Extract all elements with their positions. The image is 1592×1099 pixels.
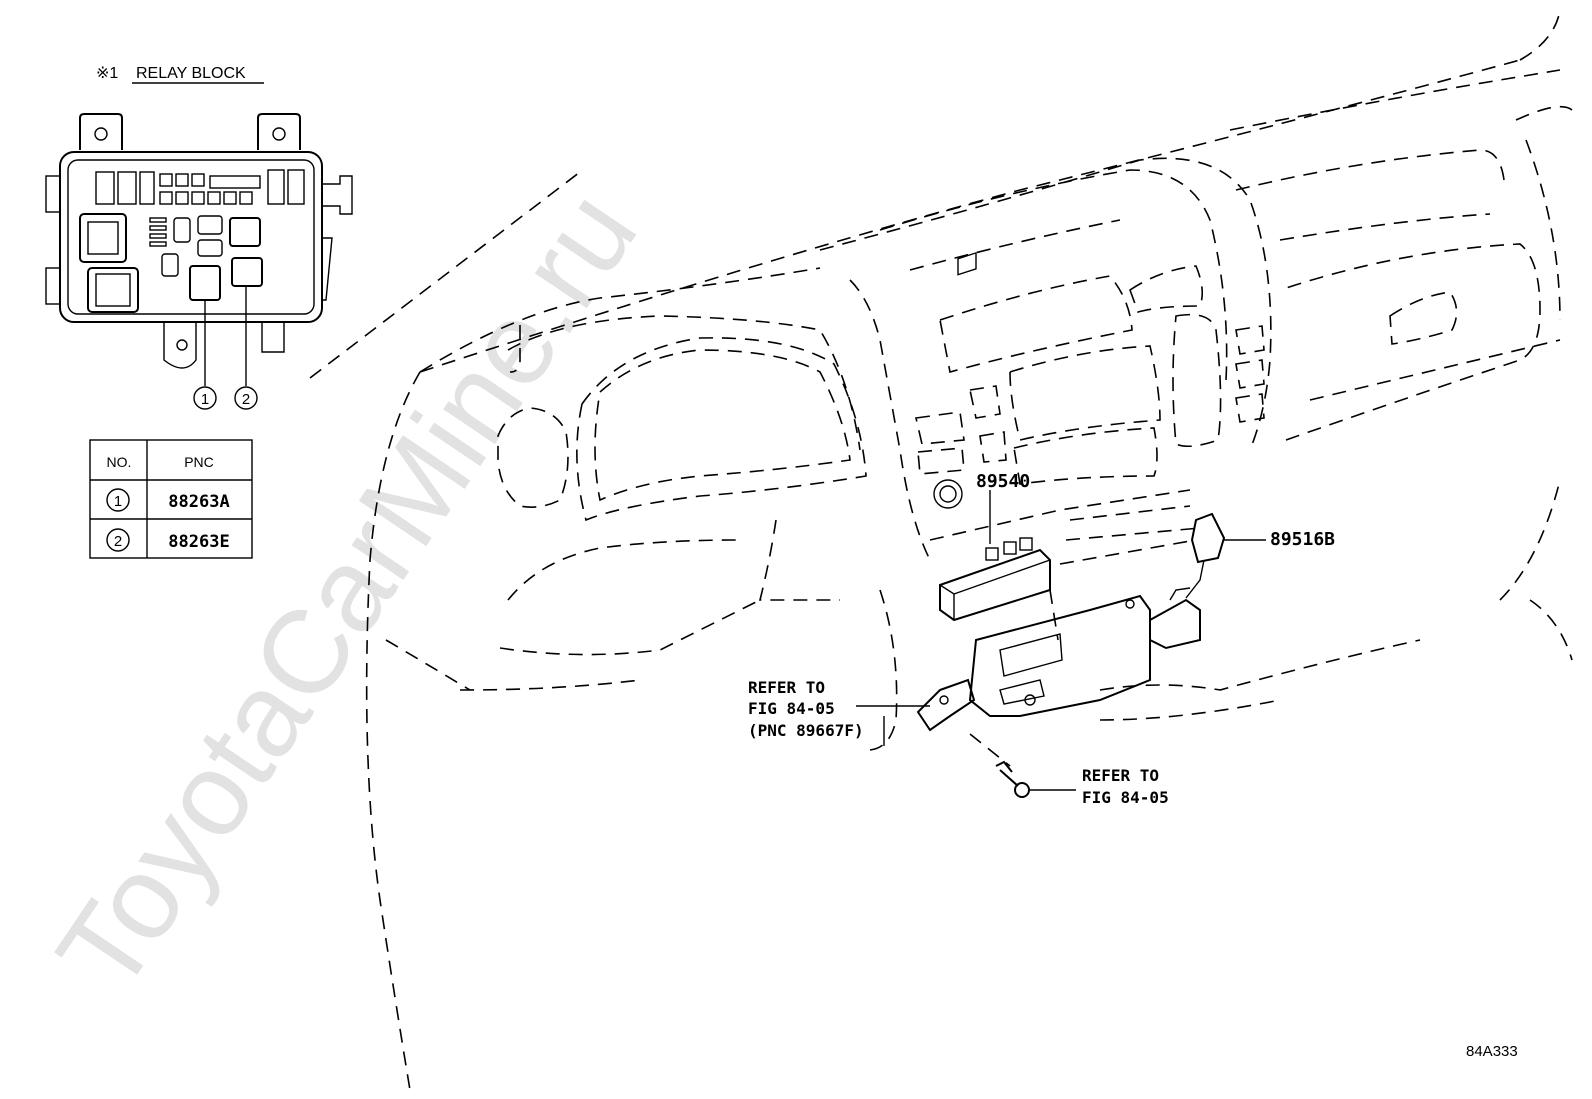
refer-bolt-note: REFER TO FIG 84-05 bbox=[1082, 766, 1169, 807]
refer-bolt-line-2: FIG 84-05 bbox=[1082, 788, 1169, 807]
table-row-1-no: 1 bbox=[114, 493, 122, 510]
callout-2-circle bbox=[234, 386, 258, 410]
table-row-1-pnc: 88263A bbox=[168, 492, 229, 512]
label-89516b: 89516B bbox=[1270, 529, 1335, 550]
pnc-table: NO. PNC 1 88263A 2 88263E bbox=[89, 439, 253, 559]
table-header-pnc: PNC bbox=[184, 454, 214, 470]
relay-block-title: RELAY BLOCK bbox=[136, 65, 246, 82]
component-bracket bbox=[916, 589, 1151, 732]
table-row-2-no: 2 bbox=[114, 533, 122, 550]
relay-block-drawing bbox=[45, 113, 353, 386]
refer-left-line-1: REFER TO bbox=[748, 678, 825, 697]
figure-code: 84A333 bbox=[1466, 1043, 1518, 1060]
refer-left-line-3: (PNC 89667F) bbox=[748, 721, 864, 740]
dashboard-outline bbox=[309, 9, 1573, 1091]
label-89540: 89540 bbox=[976, 471, 1030, 492]
table-header-no: NO. bbox=[107, 454, 132, 470]
component-bolt bbox=[969, 733, 1076, 798]
relay-block-mark: ※1 bbox=[96, 65, 118, 82]
component-89516b bbox=[1059, 512, 1266, 650]
callout-1: 1 bbox=[201, 391, 209, 408]
refer-left-note: REFER TO FIG 84-05 (PNC 89667F) bbox=[748, 678, 930, 746]
relay-block-inset: ※1 RELAY BLOCK bbox=[45, 65, 353, 410]
watermark: ToyotaCarMine.ru bbox=[32, 169, 662, 1015]
refer-left-line-2: FIG 84-05 bbox=[748, 699, 835, 718]
component-89540 bbox=[939, 251, 1051, 622]
callout-2: 2 bbox=[242, 391, 250, 408]
table-row-2-pnc: 88263E bbox=[168, 532, 229, 552]
callout-1-circle bbox=[193, 386, 217, 410]
refer-bolt-line-1: REFER TO bbox=[1082, 766, 1159, 785]
